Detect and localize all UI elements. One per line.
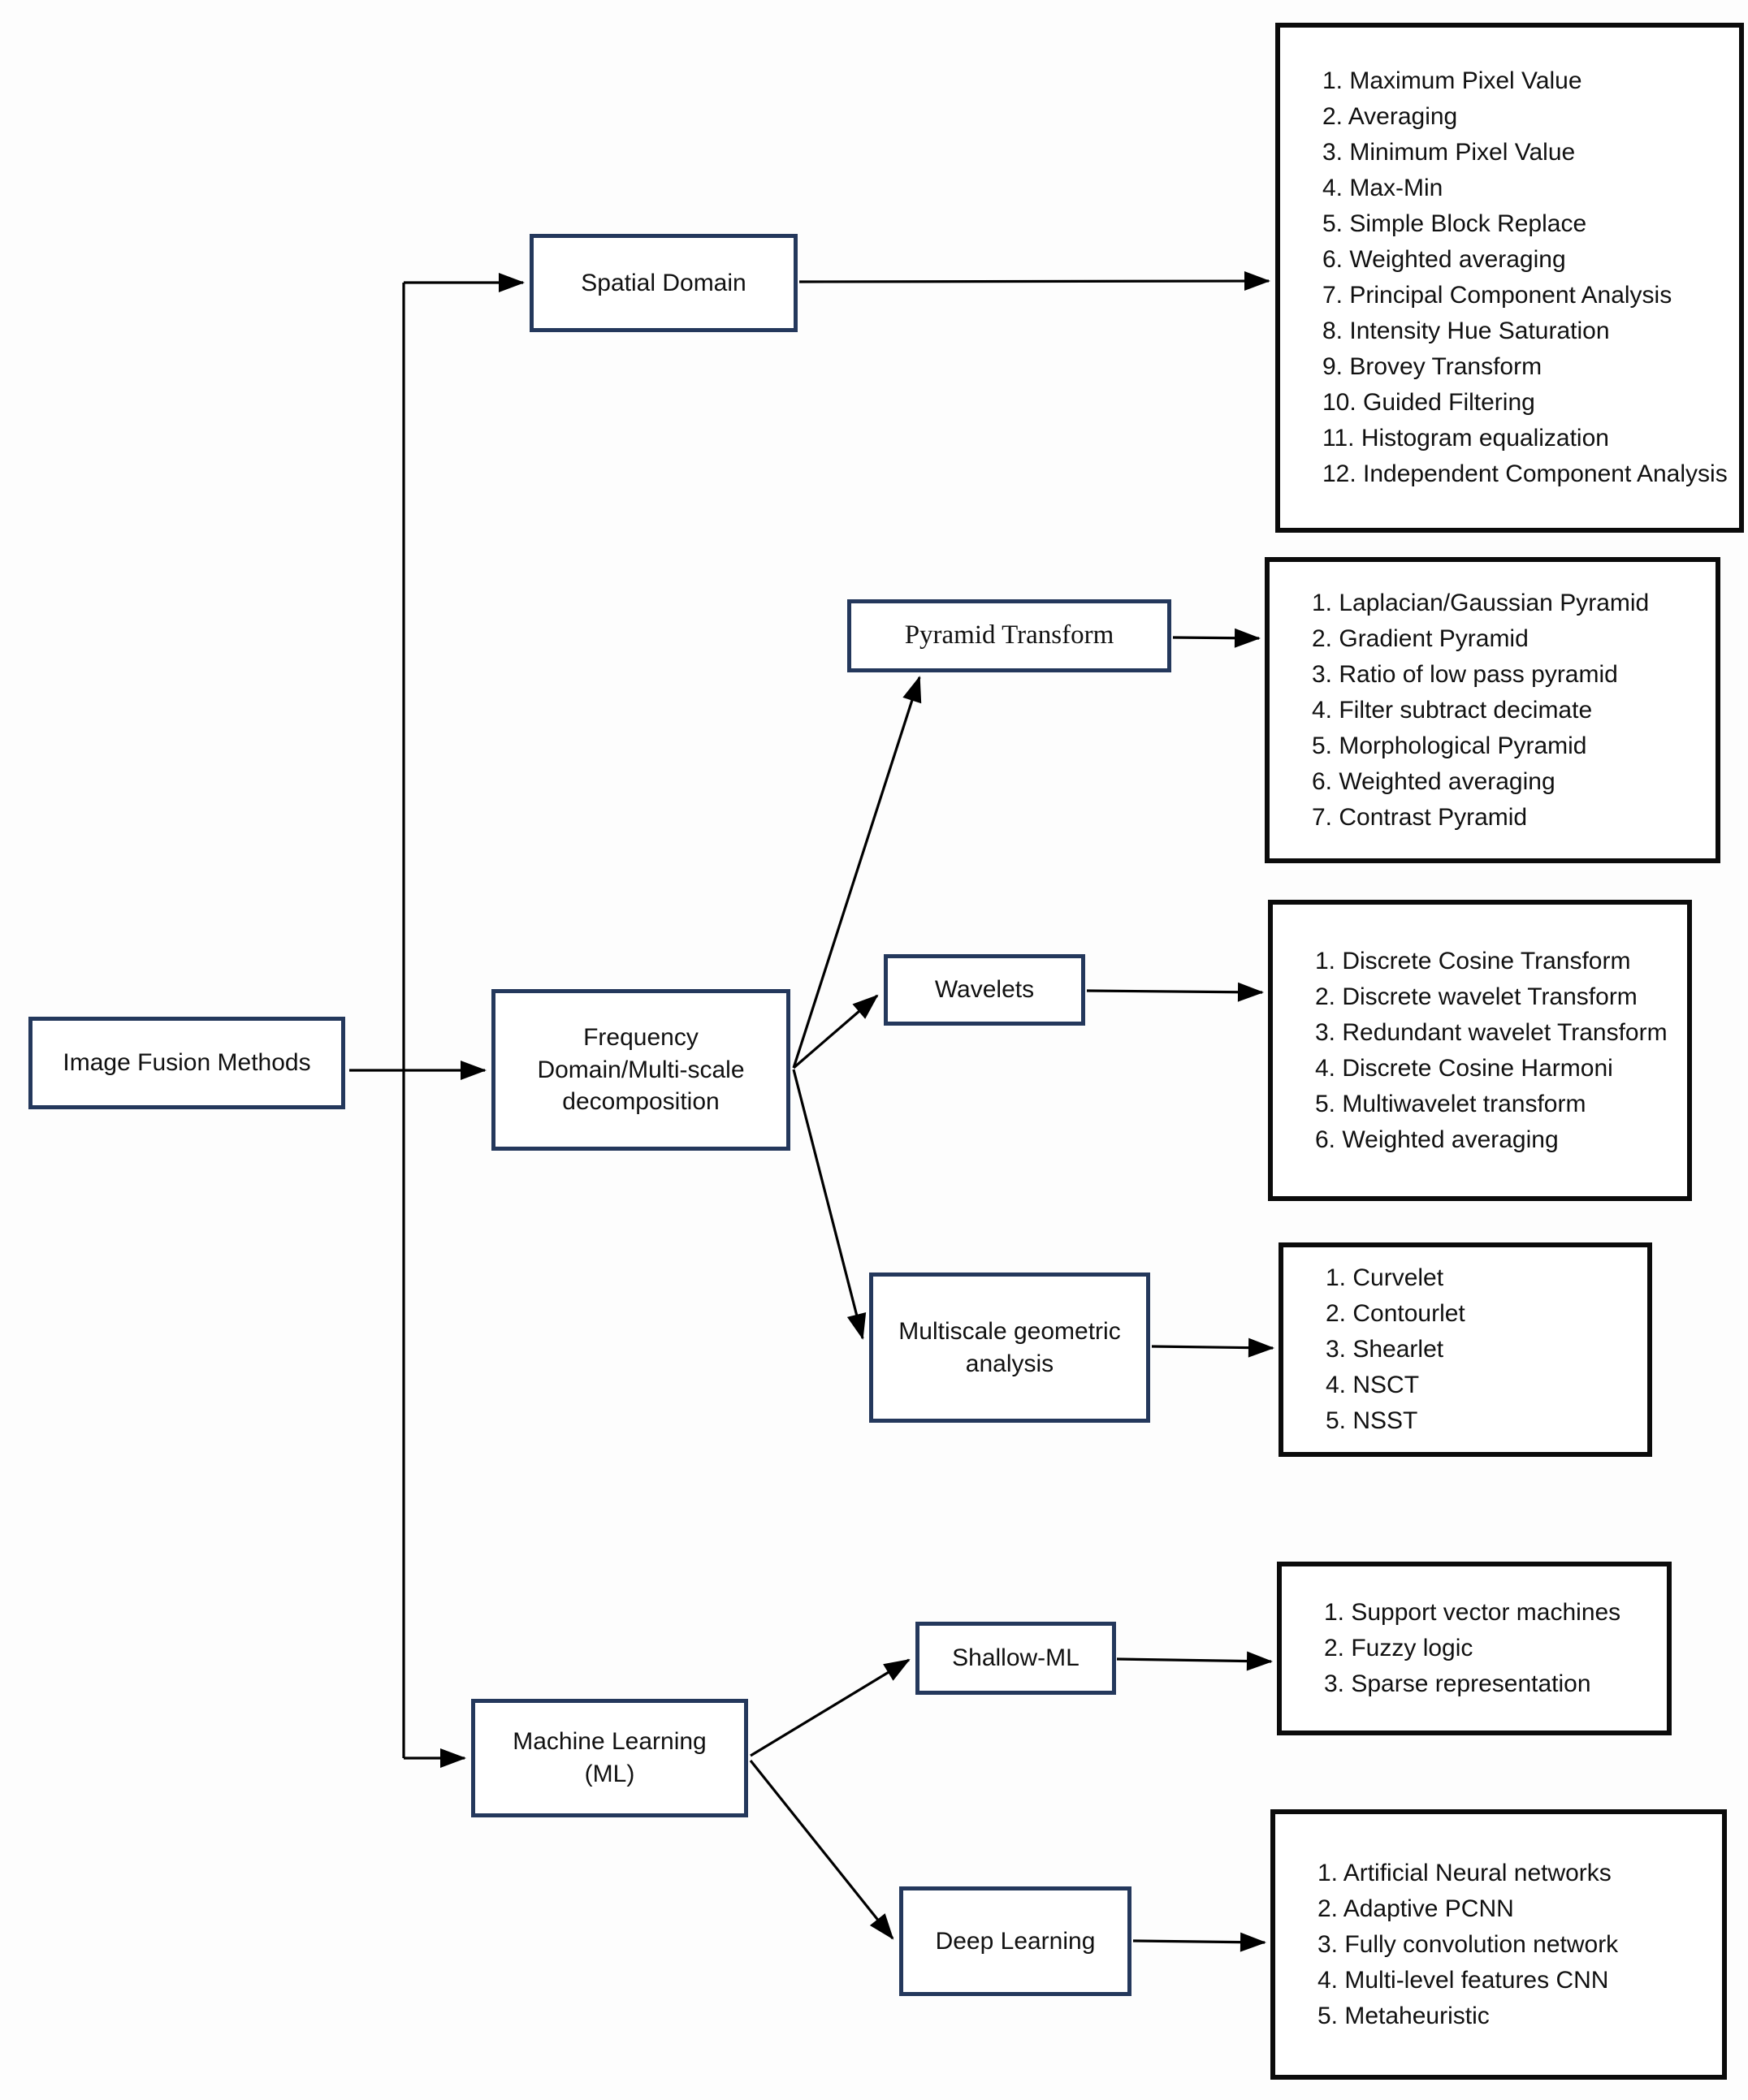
list-item: 3. Ratio of low pass pyramid	[1312, 660, 1618, 688]
connector-frequency-to-mga	[792, 1069, 867, 1340]
list-item: 7. Principal Component Analysis	[1322, 282, 1672, 309]
node-spatial-domain: Spatial Domain	[530, 234, 798, 332]
node-multiscale-geometric-analysis: Multiscale geometric analysis	[869, 1273, 1150, 1423]
list-item: 2. Gradient Pyramid	[1312, 624, 1529, 652]
node-deep-learning: Deep Learning	[899, 1886, 1131, 1996]
node-label: Spatial Domain	[581, 269, 746, 296]
node-image-fusion-methods: Image Fusion Methods	[28, 1017, 345, 1109]
list-item: 1. Support vector machines	[1324, 1599, 1621, 1626]
node-label: Pyramid Transform	[904, 620, 1114, 650]
list-item: 2. Discrete wavelet Transform	[1315, 983, 1638, 1010]
list-item: 1. Artificial Neural networks	[1317, 1859, 1612, 1886]
list-item: 3. Minimum Pixel Value	[1322, 139, 1576, 166]
list-item: 1. Discrete Cosine Transform	[1315, 947, 1631, 974]
list-item: 4. Filter subtract decimate	[1312, 696, 1593, 724]
list-item: 5. Morphological Pyramid	[1312, 732, 1587, 759]
node-label: Multiscale geometric analysis	[898, 1317, 1121, 1377]
node-frequency-domain: Frequency Domain/Multi-scale decompositi…	[491, 989, 790, 1151]
list-item: 4. Discrete Cosine Harmoni	[1315, 1054, 1613, 1082]
list-item: 3. Sparse representation	[1324, 1670, 1591, 1697]
connector-pyramid-to-list	[1172, 628, 1261, 648]
connector-frequency-to-pyramid	[792, 676, 922, 1069]
connector-deep-to-list	[1132, 1932, 1266, 1952]
node-label: Frequency Domain/Multi-scale decompositi…	[537, 1024, 745, 1116]
list-item: 7. Contrast Pyramid	[1312, 803, 1528, 831]
list-item: 6. Weighted averaging	[1315, 1126, 1559, 1153]
list-item: 2. Averaging	[1322, 103, 1458, 130]
list-item: 1. Curvelet	[1326, 1264, 1444, 1291]
connector-spatial-to-list	[798, 271, 1270, 292]
list-item: 5. Simple Block Replace	[1322, 210, 1587, 237]
list-item: 4. NSCT	[1326, 1372, 1420, 1398]
list-item: 6. Weighted averaging	[1312, 767, 1555, 795]
list-item: 9. Brovey Transform	[1322, 353, 1542, 380]
list-shallow-ml-methods: 1. Support vector machines 2. Fuzzy logic…	[1277, 1562, 1672, 1735]
node-label: Wavelets	[934, 976, 1035, 1004]
list-item: 2. Contourlet	[1326, 1300, 1465, 1327]
node-machine-learning: Machine Learning (ML)	[471, 1699, 748, 1817]
list-item: 3. Fully convolution network	[1317, 1930, 1619, 1958]
node-pyramid-transform: Pyramid Transform	[847, 599, 1171, 672]
list-item: 5. Metaheuristic	[1317, 2002, 1490, 2029]
node-label: Image Fusion Methods	[63, 1049, 311, 1077]
list-item: 8. Intensity Hue Saturation	[1322, 318, 1610, 344]
list-item: 6. Weighted averaging	[1322, 246, 1566, 273]
list-item: 10. Guided Filtering	[1322, 389, 1535, 416]
list-item: 11. Histogram equalization	[1322, 425, 1609, 452]
list-item: 3. Redundant wavelet Transform	[1315, 1018, 1668, 1046]
list-item: 2. Fuzzy logic	[1324, 1635, 1473, 1661]
node-shallow-ml: Shallow-ML	[915, 1622, 1116, 1695]
node-label: Shallow-ML	[952, 1644, 1080, 1672]
connector-ml-to-shallow	[750, 1658, 911, 1757]
list-spatial-methods: 1. Maximum Pixel Value 2. Averaging 3. Min…	[1275, 23, 1744, 533]
list-item: 1. Laplacian/Gaussian Pyramid	[1312, 589, 1650, 616]
list-item: 4. Max-Min	[1322, 175, 1443, 201]
connector-frequency-to-wavelets	[792, 994, 879, 1069]
connector-mga-to-list	[1151, 1337, 1274, 1358]
list-multiscale-methods: 1. Curvelet 2. Contourlet 3. Shearlet 4. NS…	[1279, 1242, 1652, 1457]
connector-shallow-to-list	[1116, 1651, 1273, 1671]
list-item: 4. Multi-level features CNN	[1317, 1966, 1609, 1994]
connector-ml-to-deep	[749, 1760, 894, 1940]
list-item: 2. Adaptive PCNN	[1317, 1895, 1514, 1922]
list-wavelet-methods: 1. Discrete Cosine Transform 2. Discrete …	[1268, 900, 1692, 1201]
list-item: 5. NSST	[1326, 1407, 1418, 1434]
list-item: 5. Multiwavelet transform	[1315, 1090, 1586, 1117]
list-item: 1. Maximum Pixel Value	[1322, 67, 1582, 94]
node-label: Deep Learning	[935, 1927, 1096, 1955]
list-item: 3. Shearlet	[1326, 1336, 1444, 1363]
connector-wavelets-to-list	[1086, 982, 1264, 1002]
list-deep-learning-methods: 1. Artificial Neural networks 2. Adaptive…	[1270, 1809, 1727, 2080]
list-item: 12. Independent Component Analysis	[1322, 460, 1728, 487]
node-label: Machine Learning (ML)	[513, 1728, 707, 1787]
node-wavelets: Wavelets	[884, 954, 1085, 1026]
list-pyramid-methods: 1. Laplacian/Gaussian Pyramid 2. Gradient…	[1265, 557, 1720, 863]
